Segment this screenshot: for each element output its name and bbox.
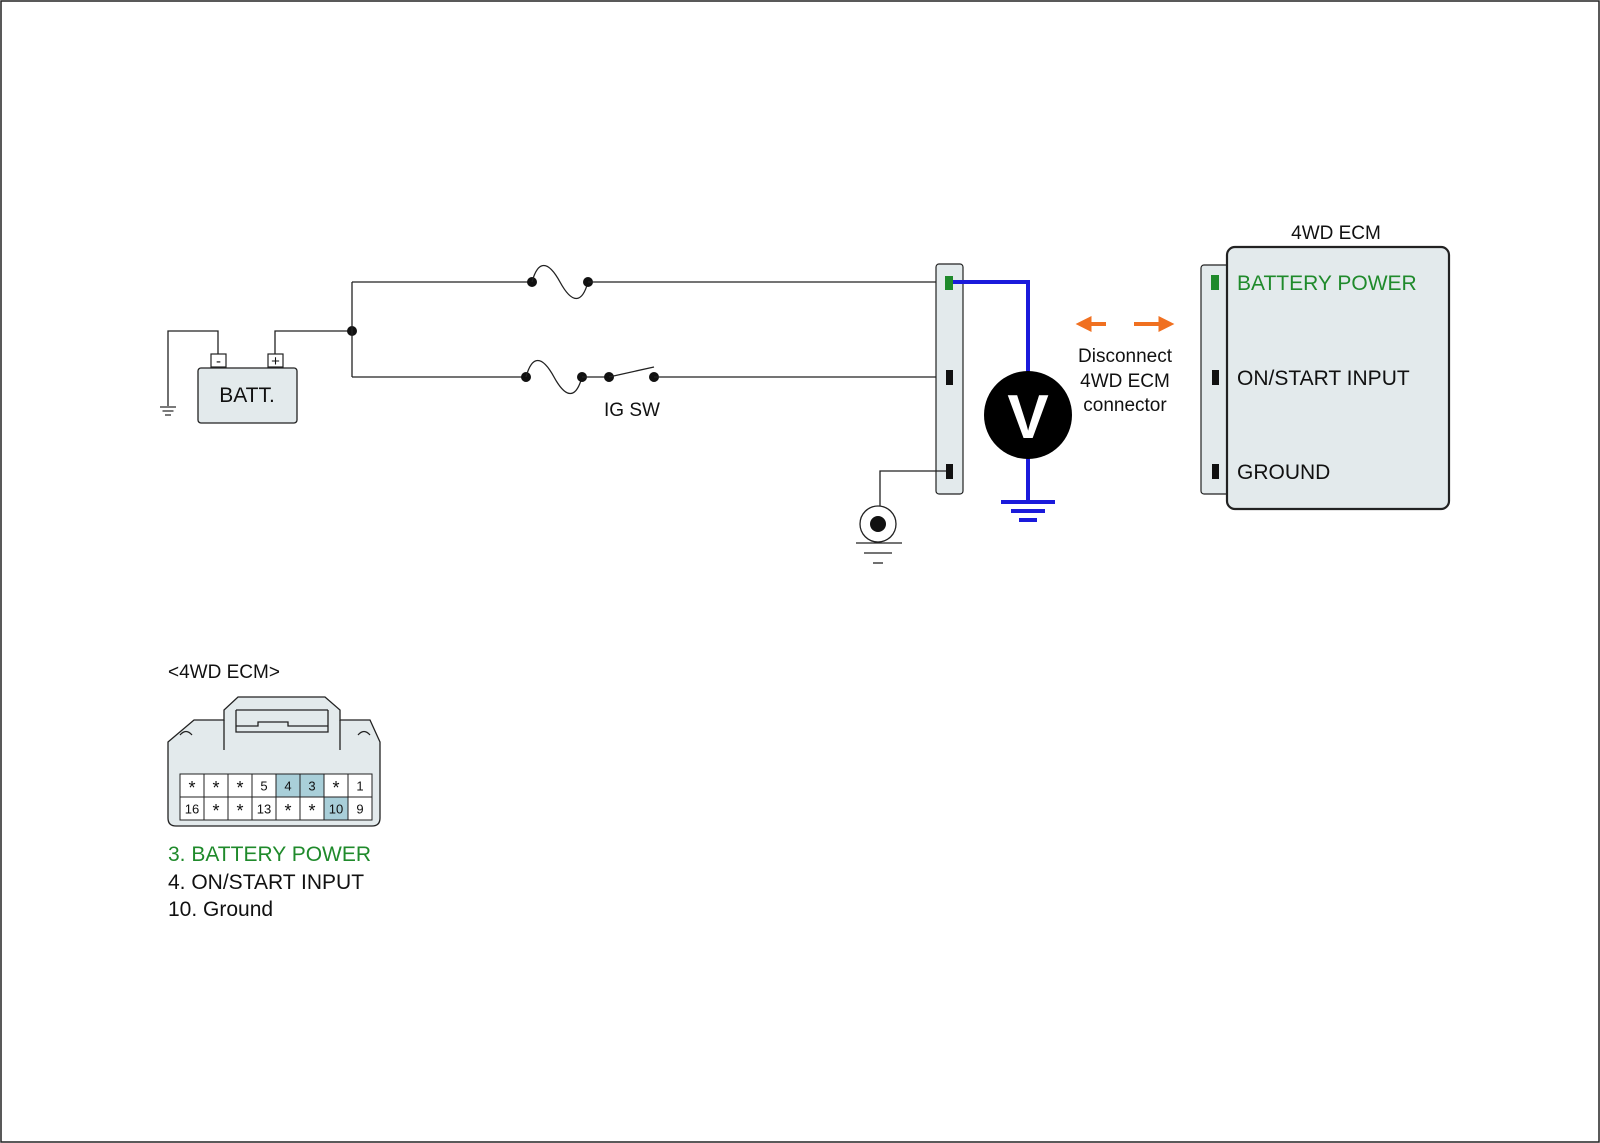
ecm-pin-ground: [1212, 464, 1219, 479]
battery: BATT. - +: [197, 353, 298, 424]
on-start-circuit: IG SW: [352, 359, 940, 421]
voltmeter: V: [953, 280, 1072, 522]
pin-cell: [347, 796, 373, 821]
legend-item: 10. Ground: [168, 898, 273, 921]
fuse-icon: [525, 359, 583, 395]
pin-label: 13: [257, 802, 271, 817]
harness-connector: [935, 263, 964, 495]
ignition-switch-icon: [608, 366, 655, 378]
pin-label: 16: [185, 802, 199, 817]
battery-positive-wire: [274, 282, 357, 377]
voltmeter-icon: [984, 371, 1072, 459]
pin-label: 3: [308, 779, 315, 794]
pin-label: 1: [356, 779, 363, 794]
pin-label: *: [236, 801, 243, 821]
legend-item: 3. BATTERY POWER: [168, 843, 371, 866]
pin-grid: * * * 5 4 3 * 1 16 * * 13 * * 10 9: [179, 773, 373, 821]
pin-label: 10: [329, 802, 343, 817]
ecm-pin-on-start: [1212, 370, 1219, 385]
battery-neg-symbol: -: [216, 353, 221, 370]
ecm-pin-battery-power: [1211, 275, 1219, 290]
pin-label: *: [236, 778, 243, 798]
battery-power-circuit: [352, 264, 940, 300]
ecm-title: 4WD ECM: [1291, 223, 1381, 244]
connector-pin-battery-power: [945, 276, 953, 290]
pin-label: *: [308, 801, 315, 821]
note-line-2: 4WD ECM: [1080, 371, 1170, 392]
meter-positive-lead: [953, 280, 1030, 372]
battery-ground-icon: [160, 330, 219, 416]
chassis-ground-icon: [856, 470, 946, 564]
pin-label: 5: [260, 779, 267, 794]
pin-label: 4: [284, 779, 291, 794]
ignition-switch-label: IG SW: [604, 400, 660, 421]
ecm-module: 4WD ECM BATTERY POWER ON/START INPUT GRO…: [1200, 223, 1451, 511]
legend-item: 4. ON/START INPUT: [168, 871, 364, 894]
fuse-icon: [531, 264, 589, 300]
note-line-1: Disconnect: [1078, 346, 1173, 367]
ecm-pin-label-on-start: ON/START INPUT: [1237, 367, 1410, 390]
pin-label: 9: [356, 802, 363, 817]
pin-legend: 3. BATTERY POWER 4. ON/START INPUT 10. G…: [168, 843, 371, 921]
voltmeter-symbol: V: [1007, 383, 1048, 452]
connector-view: <4WD ECM> * * * 5 4 3 * 1 16 * * 13 * * 10 9: [167, 662, 381, 827]
pin-label: *: [332, 778, 339, 798]
connector-pin-ground: [946, 464, 953, 479]
ecm-pin-label-ground: GROUND: [1237, 461, 1330, 484]
pin-label: *: [212, 778, 219, 798]
ecm-body: [1225, 245, 1451, 511]
battery-body: [197, 367, 298, 424]
ecm-pin-label-battery-power: BATTERY POWER: [1237, 272, 1417, 295]
connector-view-title: <4WD ECM>: [168, 662, 280, 683]
disconnect-note: Disconnect 4WD ECM connector: [1075, 316, 1175, 416]
pin-label: *: [188, 778, 195, 798]
connector-pin-on-start: [946, 370, 953, 385]
note-line-3: connector: [1083, 395, 1167, 416]
pin-label: *: [212, 801, 219, 821]
battery-label: BATT.: [219, 384, 275, 407]
pin-label: *: [284, 801, 291, 821]
battery-pos-symbol: +: [271, 353, 280, 370]
